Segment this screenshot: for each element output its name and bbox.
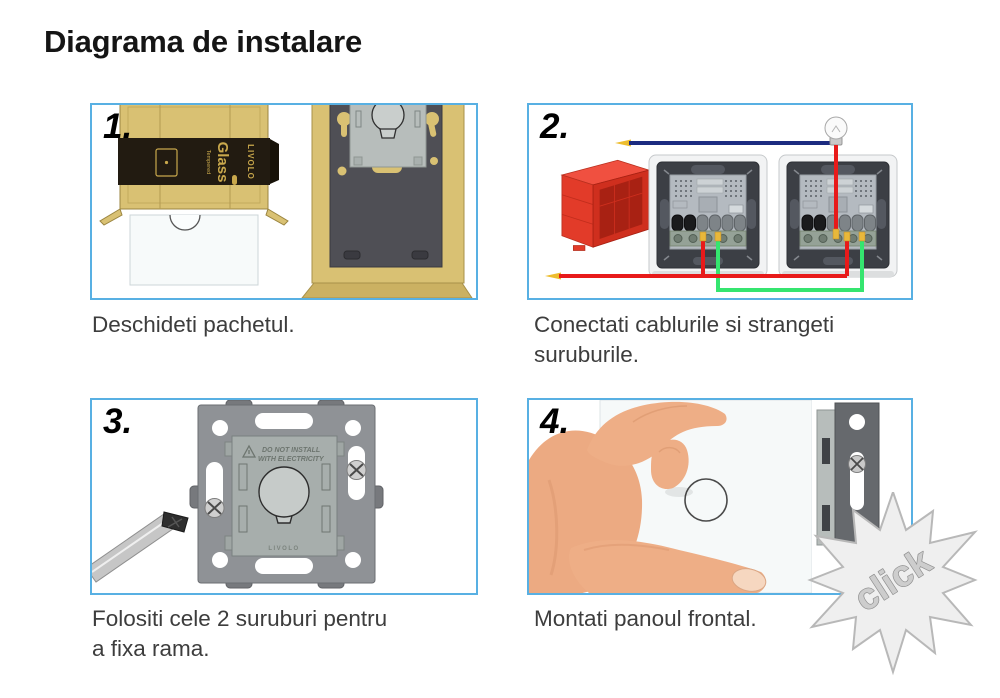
wall-module-left: [648, 154, 768, 278]
module-warning-line1: DO NOT INSTALL: [262, 447, 320, 454]
page-title: Diagrama de instalare: [44, 24, 363, 59]
touch-circle: [684, 478, 728, 522]
switch-module: DO NOT INSTALL WITH ELECTRICITY LIVOLO: [224, 435, 345, 557]
step-4-panel: 4.: [527, 398, 913, 595]
step-2-caption: Conectati cablurile si strangeti surubur…: [534, 312, 835, 367]
step-3-caption: Folositi cele 2 suruburi pentru a fixa r…: [92, 606, 388, 661]
screw-left: [204, 498, 225, 518]
step-number: 4.: [540, 402, 570, 441]
step-1-caption: Deschideti pachetul.: [92, 312, 295, 337]
click-burst: click: [807, 492, 978, 676]
frame-back: [301, 105, 473, 298]
module-warning-line2: WITH ELECTRICITY: [258, 456, 325, 463]
light-bulb-icon: [824, 116, 848, 146]
wire-red: [545, 145, 849, 280]
step-number: 2.: [540, 107, 570, 146]
warning-triangle-icon: [241, 444, 257, 458]
starburst-shape: [807, 492, 978, 676]
screw-right: [346, 460, 367, 480]
module-brand-label: LIVOLO: [268, 546, 299, 552]
step-3-illustration: DO NOT INSTALL WITH ELECTRICITY LIVOLO: [92, 400, 384, 589]
package-product-label: Glass: [214, 142, 231, 183]
step-4-caption: Montati panoul frontal.: [534, 606, 757, 631]
wire-blue: [615, 139, 836, 147]
wire-green: [716, 239, 864, 292]
wire-ferrules: [699, 228, 866, 242]
step-1-panel: Tempered Glass LIVOLO: [90, 103, 478, 300]
thumb-nail: [731, 568, 767, 592]
glass-panel-sliding: [129, 214, 259, 286]
package-box: Tempered Glass LIVOLO: [99, 105, 289, 226]
step-number: 3.: [103, 402, 133, 441]
mounting-box: [560, 159, 651, 251]
bulb-cutout: [371, 105, 405, 132]
step-2-panel: 2.: [527, 103, 913, 300]
step-2-illustration: [545, 116, 898, 292]
step-number: 1.: [103, 107, 133, 146]
hand: [529, 401, 767, 593]
package-qualifier-label: Tempered: [205, 150, 211, 174]
step-1-illustration: Tempered Glass LIVOLO: [99, 105, 473, 298]
package-brand-label: LIVOLO: [246, 144, 255, 180]
switch-front-icon: [155, 148, 178, 177]
screwdriver: [92, 511, 189, 583]
step-3-panel: DO NOT INSTALL WITH ELECTRICITY LIVOLO: [90, 398, 478, 595]
